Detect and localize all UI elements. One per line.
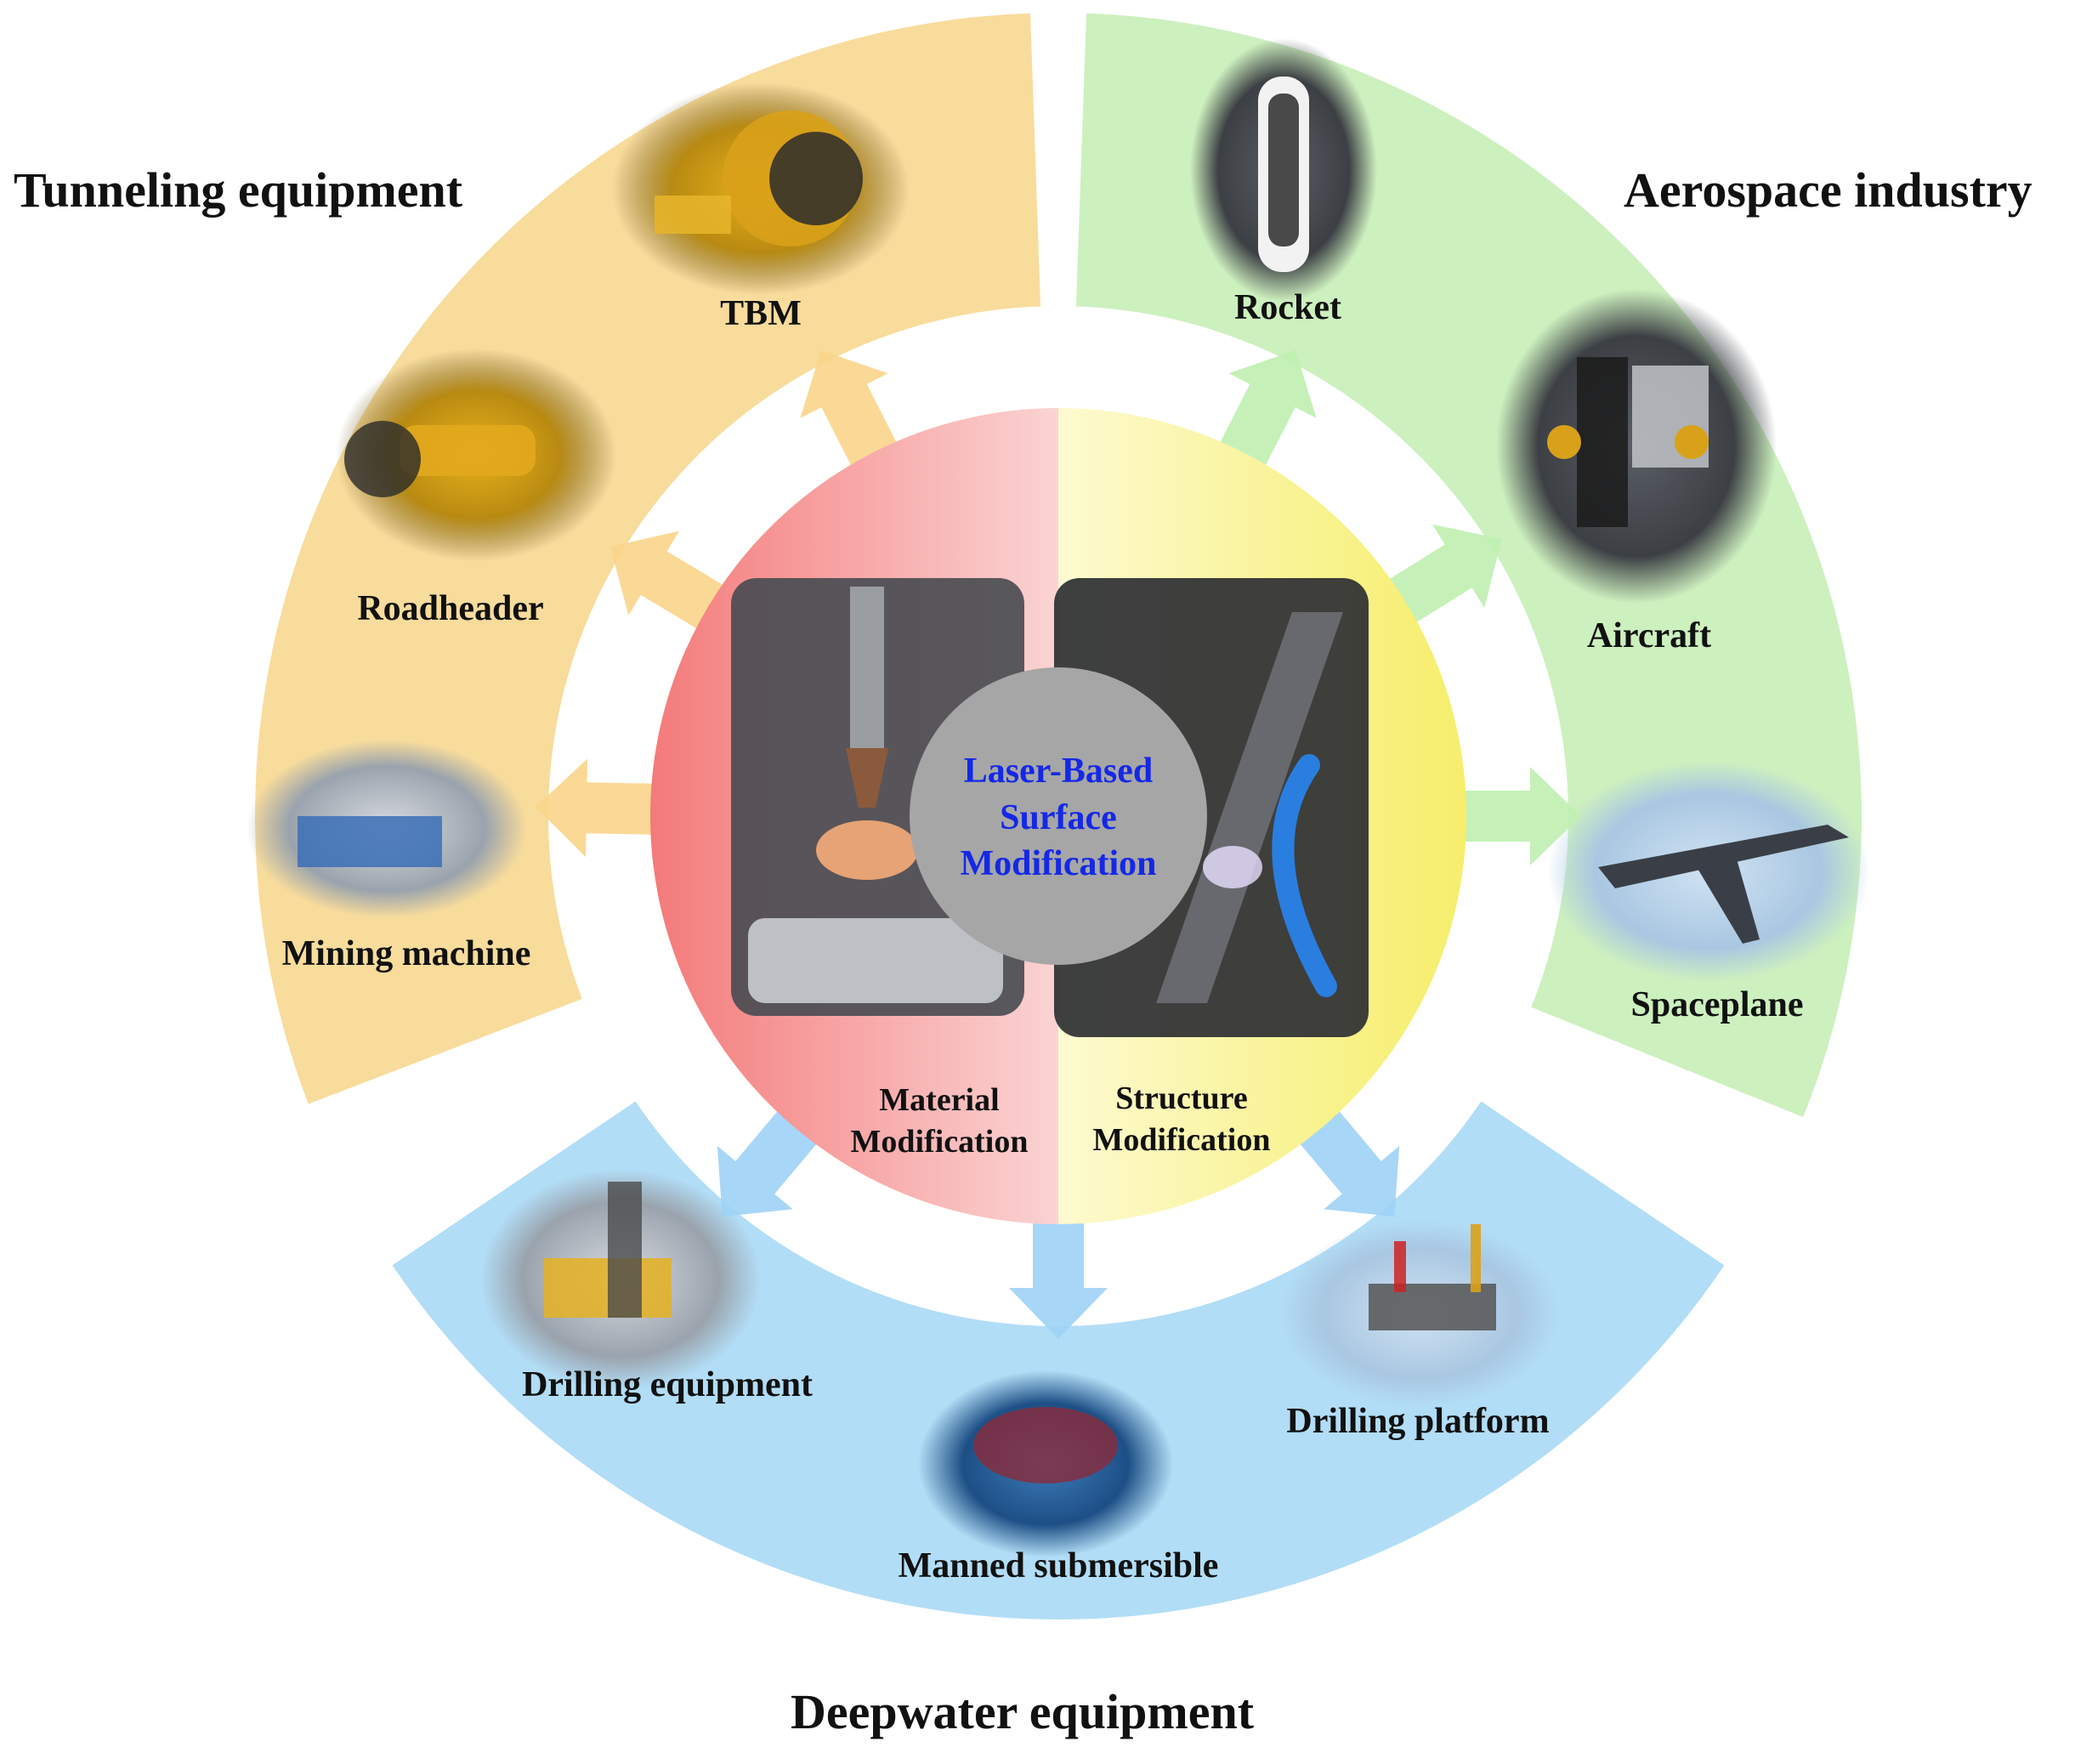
drilling-equipment-photo <box>480 1169 761 1390</box>
roadheader-photo <box>336 349 616 561</box>
mining-machine-label: Mining machine <box>281 934 531 973</box>
manned-submersible-label: Manned submersible <box>898 1546 1219 1585</box>
aircraft-photo <box>1496 289 1777 604</box>
arrow-to-mining-machine <box>536 758 672 858</box>
material-modification-label: Material Modification <box>850 1082 1029 1160</box>
spaceplane-photo <box>1547 761 1870 982</box>
aerospace-industry-title: Aerospace industry <box>1624 162 2032 218</box>
structure-modification-label: Structure Modification <box>1092 1081 1271 1159</box>
spaceplane-label: Spaceplane <box>1630 985 1804 1024</box>
aircraft-label: Aircraft <box>1586 616 1712 655</box>
tbm-photo <box>612 82 910 295</box>
drilling-platform-photo <box>1279 1220 1560 1407</box>
manned-submersible-photo <box>918 1370 1173 1557</box>
laser-based-surface-modification-label: Laser-Based Surface Modification <box>960 752 1157 884</box>
drilling-equipment-label: Drilling equipment <box>522 1365 813 1404</box>
arrow-to-manned-submersible <box>1009 1203 1108 1339</box>
rocket-photo <box>1190 38 1377 302</box>
arrow-to-spaceplane <box>1445 767 1581 865</box>
rocket-label: Rocket <box>1234 288 1341 327</box>
center-hub <box>910 667 1207 965</box>
drilling-platform-label: Drilling platform <box>1286 1402 1550 1441</box>
tunneling-equipment-title: Tunneling equipment <box>14 162 463 218</box>
deepwater-equipment-title: Deepwater equipment <box>791 1684 1255 1739</box>
roadheader-label: Roadheader <box>357 589 544 628</box>
tbm-label: TBM <box>720 294 802 333</box>
mining-machine-photo <box>247 740 527 918</box>
